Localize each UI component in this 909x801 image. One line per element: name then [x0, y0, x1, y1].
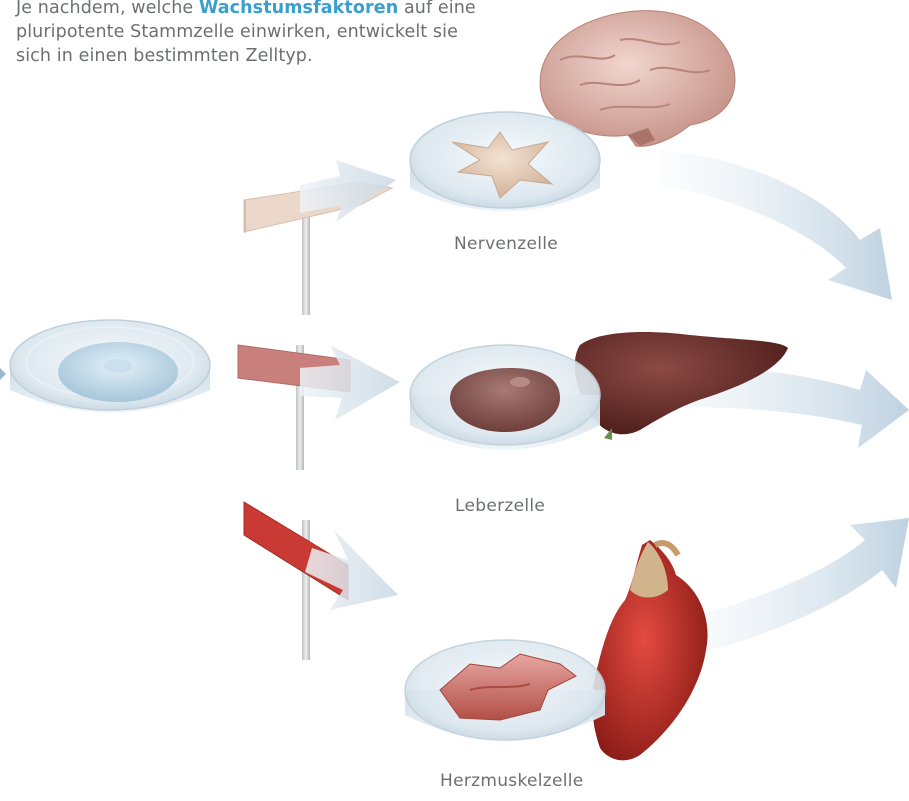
liver-cell-dish — [410, 345, 600, 450]
heart-muscle-cell-dish — [405, 640, 605, 740]
liver-cell-icon — [450, 368, 560, 432]
large-arrow-top-icon — [660, 150, 892, 300]
nerve-cell-dish — [410, 112, 600, 212]
entry-arrow-icon — [0, 368, 6, 380]
heart-organ-icon — [592, 540, 707, 760]
label-nervenzelle: Nervenzelle — [454, 234, 558, 254]
label-herzmuskelzelle: Herzmuskelzelle — [440, 771, 584, 791]
signpost-heart — [244, 502, 398, 660]
signpost-nerve — [244, 160, 396, 315]
intro-text: Je nachdem, welche Wachstumsfaktoren auf… — [16, 0, 496, 68]
intro-text-start: Je nachdem, welche — [16, 0, 199, 18]
signpost-liver — [238, 345, 400, 470]
stem-cell-dish — [10, 320, 210, 413]
label-leberzelle: Leberzelle — [455, 496, 545, 516]
highlight-growth-factors: Wachstumsfaktoren — [199, 0, 398, 18]
large-arrow-bottom-icon — [680, 518, 909, 655]
